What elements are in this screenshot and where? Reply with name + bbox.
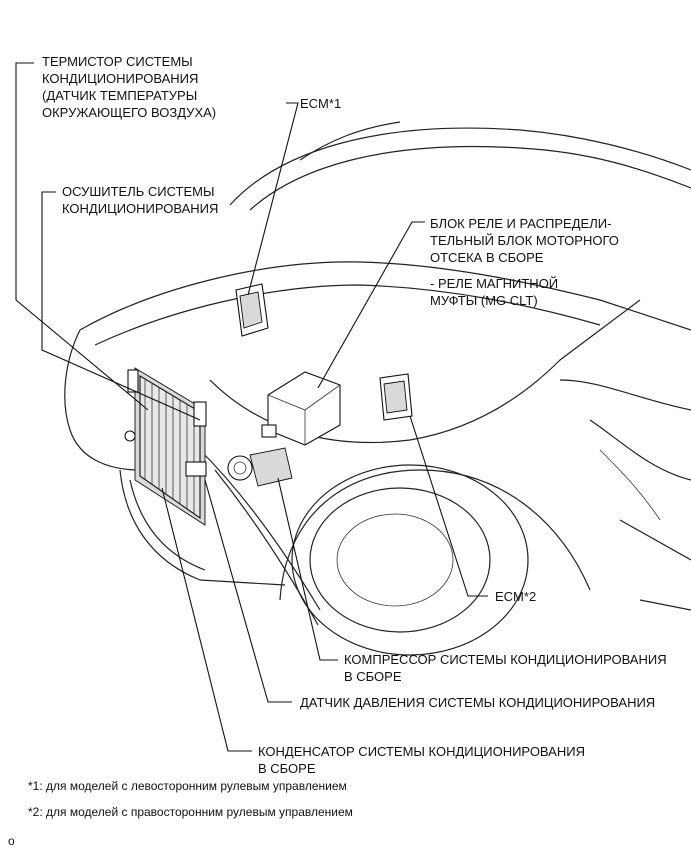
condenser-label: КОНДЕНСАТОР СИСТЕМЫ КОНДИЦИОНИРОВАНИЯ В … [258, 743, 585, 777]
thermistor-line-1: ТЕРМИСТОР СИСТЕМЫ [42, 54, 193, 69]
ecm1-label: ECM*1 [300, 96, 342, 111]
thermistor-line-4: ОКРУЖАЮЩЕГО ВОЗДУХА) [42, 105, 217, 120]
compressor-label: КОМПРЕССОР СИСТЕМЫ КОНДИЦИОНИРОВАНИЯ В С… [344, 651, 667, 685]
leader-lines [15, 62, 488, 752]
dryer-line-1: ОСУШИТЕЛЬ СИСТЕМЫ [62, 184, 215, 199]
ecm2-part [379, 373, 413, 421]
corner-mark: o [8, 834, 15, 848]
thermistor-label: ТЕРМИСТОР СИСТЕМЫ КОНДИЦИОНИРОВАНИЯ (ДАТ… [42, 53, 216, 121]
relay-block-line-2: ТЕЛЬНЫЙ БЛОК МОТОРНОГО [430, 233, 619, 248]
footnote-1: *1: для моделей с левосторонним рулевым … [28, 779, 347, 793]
relay-block-line-1: БЛОК РЕЛЕ И РАСПРЕДЕЛИ- [430, 216, 612, 231]
footnote-2: *2: для моделей с правосторонним рулевым… [28, 805, 353, 819]
compressor-line-1: КОМПРЕССОР СИСТЕМЫ КОНДИЦИОНИРОВАНИЯ [344, 652, 667, 667]
thermistor-line-3: (ДАТЧИК ТЕМПЕРАТУРЫ [42, 88, 198, 103]
ecm1-part [235, 283, 269, 337]
relay-block-part [261, 371, 341, 446]
dryer-line-2: КОНДИЦИОНИРОВАНИЯ [62, 201, 219, 216]
compressor-part [227, 447, 293, 487]
dryer-label: ОСУШИТЕЛЬ СИСТЕМЫ КОНДИЦИОНИРОВАНИЯ [62, 183, 218, 217]
condenser-part [124, 367, 207, 526]
vehicle-outline [64, 121, 691, 656]
thermistor-line-2: КОНДИЦИОНИРОВАНИЯ [42, 71, 199, 86]
condenser-line-1: КОНДЕНСАТОР СИСТЕМЫ КОНДИЦИОНИРОВАНИЯ [258, 744, 585, 759]
relay-block-line-3: ОТСЕКА В СБОРЕ [430, 250, 544, 265]
compressor-line-2: В СБОРЕ [344, 669, 402, 684]
relay-sub-line-2: МУФТЫ (MG CLT) [430, 293, 538, 308]
relay-sub-label: - РЕЛЕ МАГНИТНОЙ МУФТЫ (MG CLT) [430, 275, 558, 309]
ecm2-label: ECM*2 [495, 589, 537, 604]
relay-sub-line-1: - РЕЛЕ МАГНИТНОЙ [430, 276, 559, 291]
condenser-line-2: В СБОРЕ [258, 761, 316, 776]
pressure-sensor-label: ДАТЧИК ДАВЛЕНИЯ СИСТЕМЫ КОНДИЦИОНИРОВАНИ… [300, 695, 656, 710]
relay-block-label: БЛОК РЕЛЕ И РАСПРЕДЕЛИ- ТЕЛЬНЫЙ БЛОК МОТ… [430, 215, 619, 266]
